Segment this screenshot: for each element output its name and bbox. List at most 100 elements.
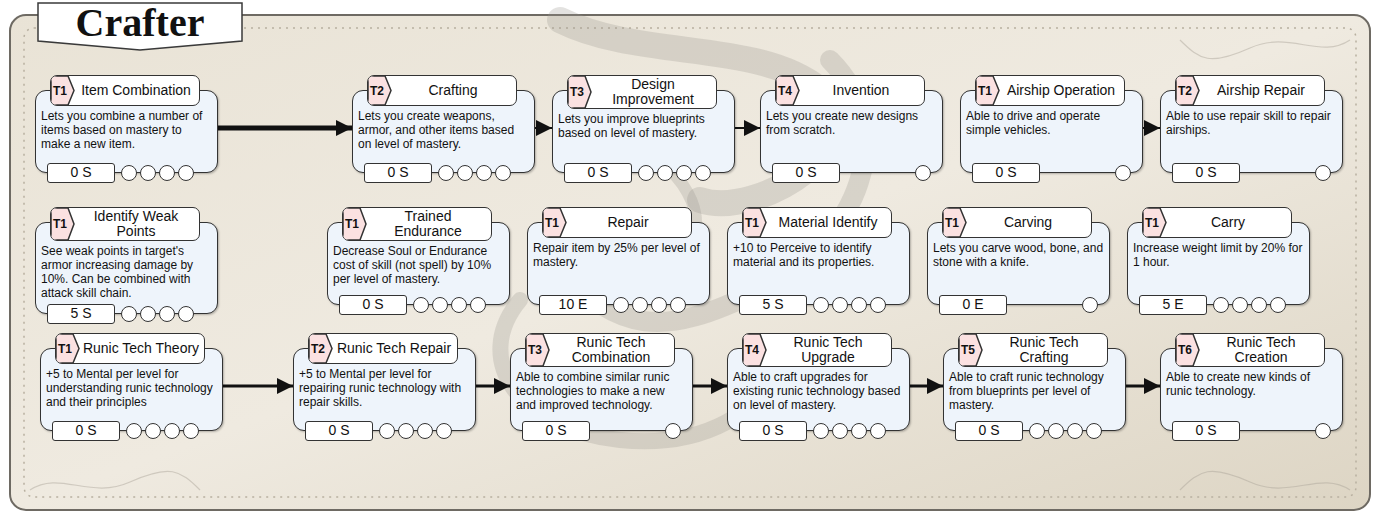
skill-name: Runic Tech Upgrade <box>769 334 887 366</box>
title-tab: T1Item Combination <box>50 75 200 106</box>
tier-badge: T3 <box>568 76 592 108</box>
skill-card: T1Item CombinationLets you combine a num… <box>35 75 218 183</box>
skill-cost: 0 S <box>1172 163 1240 183</box>
skill-cost: 5 S <box>47 304 115 324</box>
mastery-circle <box>145 423 161 439</box>
skill-description: Able to use repair skill to repair airsh… <box>1166 109 1337 137</box>
mastery-circle <box>813 423 829 439</box>
skill-name: Crafting <box>394 82 512 99</box>
mastery-circle <box>413 297 429 313</box>
skill-card: T5Runic Tech CraftingAble to craft runic… <box>943 333 1126 441</box>
skill-card: T1Identify Weak PointsSee weak points in… <box>35 207 218 324</box>
skill-description: Repair item by 25% per level of mastery. <box>533 241 704 269</box>
mastery-circle <box>638 165 654 181</box>
tier-badge: T2 <box>368 76 392 105</box>
mastery-circle <box>1029 423 1045 439</box>
mastery-circle <box>670 297 686 313</box>
skill-cost: 0 S <box>339 295 407 315</box>
mastery-circle <box>438 165 454 181</box>
skill-card: T1Airship OperationAble to drive and ope… <box>960 75 1143 183</box>
mastery-circle <box>632 297 648 313</box>
tier-badge: T1 <box>943 208 967 237</box>
tier-label: T1 <box>51 85 69 97</box>
skill-card: T2Runic Tech Repair+5 to Mental per leve… <box>293 333 476 441</box>
mastery-circle <box>457 165 473 181</box>
skill-name: Runic Tech Creation <box>1202 334 1320 366</box>
mastery-circle <box>379 423 395 439</box>
skill-card: T1Trained EnduranceDecrease Soul or Endu… <box>327 207 510 315</box>
skill-description: Lets you create new designs from scratch… <box>766 109 937 137</box>
mastery-circle <box>1270 297 1286 313</box>
skill-cost: 0 S <box>972 163 1040 183</box>
tier-label: T1 <box>51 218 69 230</box>
mastery-circle <box>436 423 452 439</box>
mastery-circle <box>495 165 511 181</box>
mastery-circle <box>1315 165 1331 181</box>
title-tab: T2Runic Tech Repair <box>308 333 458 364</box>
title-tab: T1Trained Endurance <box>342 207 492 241</box>
prerequisite-arrow <box>1143 127 1160 129</box>
skill-cost: 0 S <box>305 421 373 441</box>
prerequisite-arrow <box>218 126 352 131</box>
mastery-circle <box>915 165 931 181</box>
skill-cost: 0 S <box>564 163 632 183</box>
mastery-circle <box>178 165 194 181</box>
mastery-circle <box>613 297 629 313</box>
title-tab: T4Runic Tech Upgrade <box>742 333 892 367</box>
dotted-frame <box>24 28 1356 497</box>
mastery-circle <box>832 423 848 439</box>
prerequisite-arrow <box>535 127 552 129</box>
prerequisite-arrow <box>1126 385 1160 388</box>
skill-description: Lets you create weapons, armor, and othe… <box>358 109 529 151</box>
skill-card: T1RepairRepair item by 25% per level of … <box>527 207 710 315</box>
mastery-circle <box>676 165 692 181</box>
tier-label: T1 <box>1143 217 1161 229</box>
mastery-circle <box>470 297 486 313</box>
corner-flourish <box>30 40 1350 490</box>
mastery-circle <box>695 165 711 181</box>
title-tab: T1Runic Tech Theory <box>55 333 205 364</box>
title-tab: T2 Crafting <box>367 75 517 106</box>
tier-badge: T1 <box>743 208 767 237</box>
mastery-circle <box>813 297 829 313</box>
tier-label: T1 <box>943 217 961 229</box>
skill-card: T1Material Identify+10 to Perceive to id… <box>727 207 910 315</box>
mastery-circle <box>1315 423 1331 439</box>
skill-description: Lets you improve blueprints based on lev… <box>558 112 729 140</box>
tier-badge: T1 <box>976 76 1000 105</box>
tier-label: T1 <box>343 218 361 230</box>
skill-description: See weak points in target's armor increa… <box>41 244 212 300</box>
tier-label: T6 <box>1176 344 1194 356</box>
skill-name: Runic Tech Repair <box>335 340 453 357</box>
tier-badge: T6 <box>1176 334 1200 366</box>
tier-badge: T1 <box>1143 208 1167 237</box>
skill-description: +10 to Perceive to identify material and… <box>733 241 904 269</box>
title-tab: T4 Invention <box>775 75 925 106</box>
mastery-circle <box>851 423 867 439</box>
tier-badge: T1 <box>56 334 80 363</box>
mastery-circle <box>832 297 848 313</box>
mastery-circle <box>476 165 492 181</box>
title-tab: T1Identify Weak Points <box>50 207 200 241</box>
skill-description: +5 to Mental per level for understanding… <box>46 367 217 409</box>
skill-name: Invention <box>802 82 920 99</box>
mastery-circle <box>1213 297 1229 313</box>
skill-card: T2Airship RepairAble to use repair skill… <box>1160 75 1343 183</box>
tier-label: T3 <box>526 344 544 356</box>
tier-label: T4 <box>776 85 794 97</box>
mastery-circle <box>651 297 667 313</box>
mastery-circle <box>140 306 156 322</box>
skill-cost: 0 S <box>364 163 432 183</box>
title-tab: T1Airship Operation <box>975 75 1125 106</box>
skill-cost: 0 S <box>522 421 590 441</box>
mastery-circle <box>164 423 180 439</box>
tier-label: T2 <box>368 85 386 97</box>
skill-card: T3Runic Tech CombinationAble to combine … <box>510 333 693 441</box>
tier-badge: T3 <box>526 334 550 366</box>
mastery-circle <box>851 297 867 313</box>
tier-label: T2 <box>1176 85 1194 97</box>
skill-cost: 0 S <box>52 421 120 441</box>
mastery-circle <box>178 306 194 322</box>
mastery-circle <box>657 165 673 181</box>
title-tab: T3Runic Tech Combination <box>525 333 675 367</box>
